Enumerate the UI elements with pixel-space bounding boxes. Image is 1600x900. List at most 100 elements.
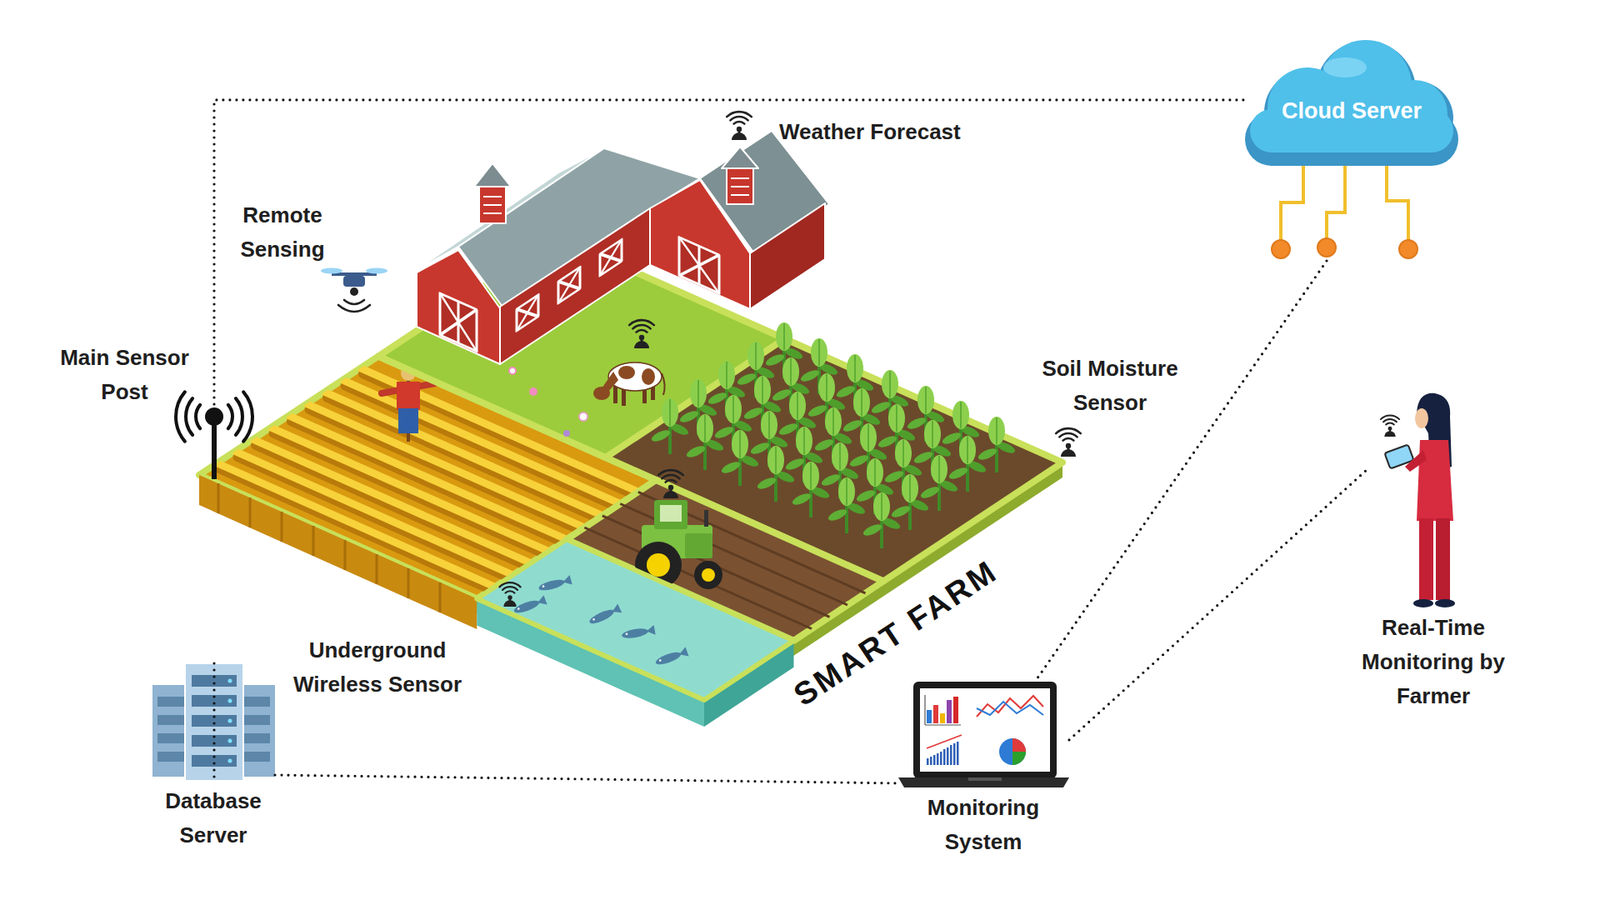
drone <box>320 268 388 313</box>
drone-body <box>343 275 365 287</box>
scarecrow-shirt <box>396 381 420 410</box>
remote-sensing-label: Remote Sensing <box>220 198 345 267</box>
circuit-dots <box>1271 238 1418 259</box>
fish <box>654 646 690 668</box>
label-slot: Monitoring System <box>904 790 1063 860</box>
corn-plant <box>790 461 831 518</box>
bar <box>943 749 946 765</box>
soil-moisture-label: Soil Moisture Sensor <box>1035 351 1185 420</box>
cow-patch <box>618 365 635 380</box>
barn-windows <box>516 239 622 331</box>
trend-arrow <box>926 735 962 749</box>
ground-top <box>199 237 1063 700</box>
barn-right-door <box>679 237 720 294</box>
bar <box>933 705 939 724</box>
pond-water <box>476 539 794 700</box>
server-tower-front <box>185 663 244 781</box>
bar <box>953 696 959 724</box>
door-frame <box>679 237 720 294</box>
farmer-arm <box>1405 450 1427 472</box>
database-server-node: Database Server <box>152 663 275 781</box>
cupola-louvers <box>483 196 502 214</box>
flower <box>563 430 570 437</box>
circuit-dot <box>1317 238 1336 257</box>
window-cross <box>558 267 580 304</box>
bar <box>926 758 930 765</box>
post-pole <box>211 416 217 480</box>
cloud-server-node: Cloud Server <box>1245 35 1459 261</box>
label-slot: Underground Wireless Sensor <box>285 633 470 702</box>
barn <box>412 130 830 365</box>
corn-plant <box>650 398 690 455</box>
barn-left-door <box>440 293 477 352</box>
corn-plant <box>861 492 902 549</box>
window-cross <box>600 239 622 275</box>
fish-pond <box>476 539 794 727</box>
corn-plant <box>947 435 988 492</box>
bar <box>953 743 956 765</box>
corn-plant <box>720 430 760 486</box>
circuit-line <box>1386 159 1409 241</box>
door-cross <box>440 293 477 352</box>
laptop-base <box>898 777 1070 788</box>
circuit-dot <box>1271 240 1290 259</box>
drone-rotor <box>365 268 388 275</box>
tractor-window <box>660 505 682 522</box>
corn-plant <box>919 455 960 511</box>
server-led <box>228 759 233 764</box>
pie-slice <box>1012 738 1026 752</box>
cow-tail <box>661 373 665 395</box>
database-server-icon <box>152 663 275 781</box>
barn-window <box>600 239 622 275</box>
bar <box>930 756 933 765</box>
cloud-highlight <box>1323 57 1367 78</box>
cupola-body <box>479 185 506 224</box>
wifi-sensor-icon <box>1380 415 1400 437</box>
sensor-post-node: Main Sensor Post <box>197 404 231 481</box>
label-slot: Remote Sensing <box>220 198 345 267</box>
farmer-leg <box>1419 518 1434 600</box>
bar <box>926 710 932 724</box>
farmer-leg <box>1435 518 1450 600</box>
laptop-notch <box>968 777 1002 781</box>
server-leds <box>228 679 233 764</box>
node-label: Database Server <box>138 784 289 853</box>
barn-window <box>558 267 580 304</box>
rear-hub <box>646 553 670 577</box>
dotted-connector <box>1035 260 1327 682</box>
axis <box>925 695 961 725</box>
label-slot: Cloud Server <box>1245 94 1459 129</box>
mini-line-chart <box>976 701 1044 715</box>
label-slot: Real-Time Monitoring by Farmer <box>1350 610 1517 714</box>
corn-plant <box>976 416 1017 473</box>
mini-line-chart <box>976 695 1044 717</box>
tractor-hood <box>685 533 713 559</box>
tractor-exhaust <box>704 510 709 527</box>
monitoring-system-node: Monitoring System <box>898 681 1070 788</box>
farmer-shoe <box>1413 599 1434 608</box>
front-wheel <box>694 560 723 590</box>
cupola-right <box>721 146 759 205</box>
window-cross <box>516 295 539 331</box>
weather-forecast-label: Weather Forecast <box>779 115 961 150</box>
label-slot: SMART FARM <box>788 554 1005 714</box>
wheat-side-teeth <box>218 483 440 613</box>
label-slot: Main Sensor Post <box>47 340 202 410</box>
cupola-body <box>726 166 754 205</box>
bar <box>946 747 950 765</box>
cupola-louvers <box>730 178 750 195</box>
circuit-line <box>1280 159 1304 241</box>
laptop-icon <box>898 681 1070 788</box>
front-hub <box>701 568 715 582</box>
farmer-figure <box>1380 393 1455 608</box>
wifi-sensor-icon <box>499 582 520 607</box>
flower <box>509 367 516 375</box>
corn-plants <box>650 322 1017 549</box>
laptop-display <box>920 688 1050 772</box>
flower <box>529 387 538 396</box>
barn-front-wall <box>500 208 650 365</box>
wheat-side <box>199 475 477 630</box>
cloud-shadow <box>1245 40 1459 166</box>
corn-plant <box>755 445 796 502</box>
